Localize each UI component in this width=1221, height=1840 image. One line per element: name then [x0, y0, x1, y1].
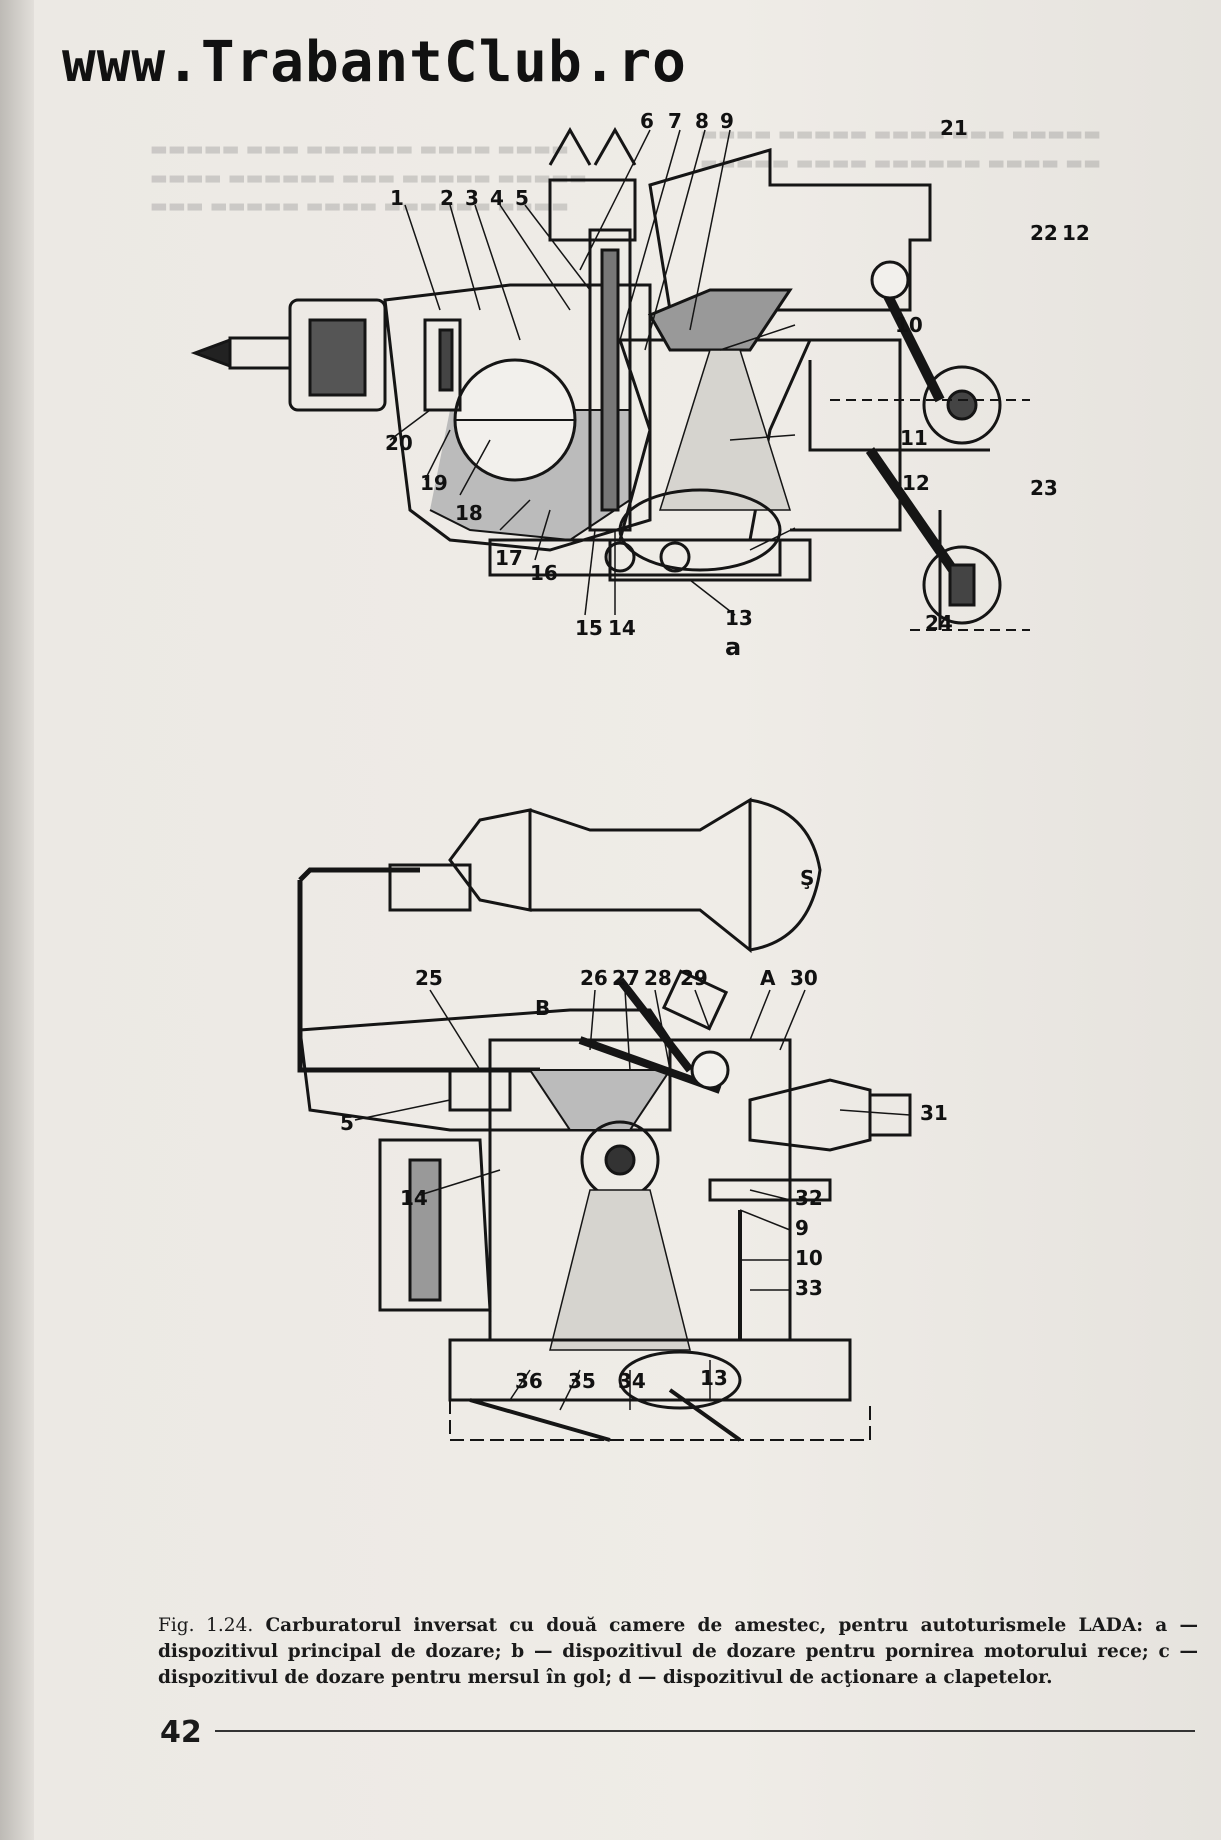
label-a-1: 1: [390, 186, 404, 210]
label-a-9: 9: [720, 109, 734, 133]
label-a-13: 13: [725, 606, 753, 630]
label-b-26: 26: [580, 966, 608, 990]
idle-cutoff-valve: [748, 1078, 872, 1152]
label-a-15: 15: [575, 616, 603, 640]
label-a-6: 6: [640, 109, 654, 133]
show-through-text-right: ▬▬▬▬ ▬▬▬▬▬ ▬▬▬▬ ▬▬▬ ▬▬▬▬▬ ▬▬▬▬▬ ▬▬▬▬ ▬▬▬…: [700, 123, 1102, 174]
footer-rule: [215, 1730, 1195, 1732]
label-b-A: A: [760, 966, 776, 990]
label-a-21: 21: [940, 116, 968, 140]
filter-housing: [288, 298, 387, 412]
label-a-24: 24: [925, 611, 953, 635]
label-a-20: 20: [385, 431, 413, 455]
label-a-16: 16: [530, 561, 558, 585]
label-b-25: 25: [415, 966, 443, 990]
label-b-B: B: [535, 996, 550, 1020]
carburetor-figure: 1 2 3 4 5 6 7 8 9 21 22 12 10 20 19 18 1…: [150, 109, 1090, 1590]
label-b-28: 28: [644, 966, 672, 990]
label-a-3: 3: [465, 186, 479, 210]
figure-caption: Fig. 1.24. Carburatorul inversat cu două…: [158, 1613, 1198, 1691]
label-a-5: 5: [515, 186, 529, 210]
throttle-shaft: [488, 538, 782, 577]
label-a-19: 19: [420, 471, 448, 495]
air-jet-housing: [548, 178, 637, 242]
label-a-12: 12: [902, 471, 930, 495]
label-a-23: 23: [1030, 476, 1058, 500]
carburetor-drawing: 1 2 3 4 5 6 7 8 9 21 22 12 10 20 19 18 1…: [190, 109, 1090, 1442]
label-b-34: 34: [618, 1369, 646, 1393]
air-intake-cone-left: [448, 808, 532, 912]
label-b-32: 32: [795, 1186, 823, 1210]
figure-caption-text: Carburatorul inversat cu două camere de …: [158, 1615, 1198, 1688]
figure-number: Fig. 1.24.: [158, 1615, 254, 1636]
label-b-30: 30: [790, 966, 818, 990]
choke-housing: [298, 1008, 672, 1132]
fuel-spray-cone: [658, 349, 792, 511]
label-b-27: 27: [612, 966, 640, 990]
label-b-33: 33: [795, 1276, 823, 1300]
label-sub-a: a: [725, 633, 741, 661]
label-a-12-top: 12: [1062, 221, 1090, 245]
mixture-spray-lower: [549, 1189, 691, 1351]
float-chamber: [383, 283, 652, 552]
show-through-text-left: ▬▬▬▬▬ ▬▬▬ ▬▬▬▬▬▬ ▬▬▬▬ ▬▬▬▬ ▬▬▬▬ ▬▬▬▬▬▬ ▬…: [150, 138, 588, 217]
fuel-filter: [308, 318, 367, 397]
label-a-11: 11: [900, 426, 928, 450]
label-a-18: 18: [455, 501, 483, 525]
throttle-plate: [618, 488, 782, 572]
label-a-8: 8: [695, 109, 709, 133]
label-b-35: 35: [568, 1369, 596, 1393]
needle-valve: [423, 318, 462, 412]
site-watermark: www.TrabantClub.ro: [62, 30, 687, 95]
page-spine-shadow: [0, 0, 34, 1840]
label-a-10: 10: [895, 313, 923, 337]
label-a-2: 2: [440, 186, 454, 210]
fuel-inlet-fitting: [228, 336, 292, 370]
label-a-14: 14: [608, 616, 636, 640]
label-b-5: 5: [340, 1111, 354, 1135]
label-a-22: 22: [1030, 221, 1058, 245]
label-a-4: 4: [490, 186, 504, 210]
label-a-17: 17: [495, 546, 523, 570]
throttle-body-lower: [448, 1338, 852, 1402]
label-b-13: 13: [700, 1366, 728, 1390]
air-intake-bell: [749, 798, 822, 952]
label-b-36: 36: [515, 1369, 543, 1393]
label-s: Ş: [800, 866, 814, 890]
page-number: 42: [160, 1715, 202, 1750]
throttle-linkage-detail-upper: [808, 260, 1030, 452]
emulsion-tube: [588, 228, 632, 532]
label-b-9: 9: [795, 1216, 809, 1240]
label-b-31: 31: [920, 1101, 948, 1125]
body-right-wall: [770, 338, 902, 532]
label-b-29: 29: [680, 966, 708, 990]
label-a-7: 7: [668, 109, 682, 133]
throttle-linkage-detail-lower: [865, 447, 1030, 631]
label-b-10: 10: [795, 1246, 823, 1270]
small-venturi: [647, 288, 793, 352]
label-b-14: 14: [400, 1186, 428, 1210]
